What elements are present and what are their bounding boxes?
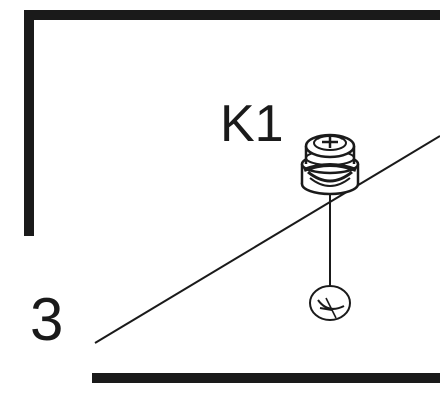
cam-lock-fitting-icon <box>300 133 360 196</box>
panel-diagonal-edge <box>94 135 440 344</box>
cam-lock-hole-icon <box>309 285 351 321</box>
part-label: K1 <box>220 95 284 153</box>
panel-frame <box>24 10 440 383</box>
step-number: 3 <box>30 286 63 353</box>
